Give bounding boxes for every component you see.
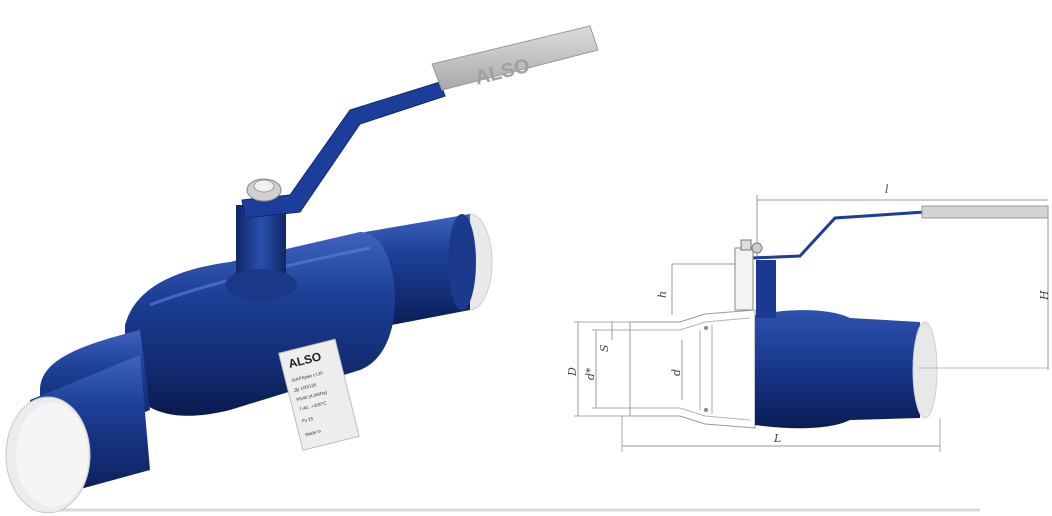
dim-label-d-star: d* xyxy=(584,367,597,380)
plate-line-4: Т-40...+200°C xyxy=(298,400,327,412)
dim-label-D: D xyxy=(566,367,579,377)
dim-label-S: S xyxy=(598,344,611,352)
right-pipe-rim xyxy=(448,214,476,310)
drawing-body xyxy=(755,310,920,429)
id-plate: ALSO ШАР.Кран ст.20 Ду 100/125 PN40 (4.0… xyxy=(278,338,360,451)
drawing-nut xyxy=(751,242,763,254)
plate-line-6: Made in xyxy=(305,428,322,437)
drawing-cutaway-outline xyxy=(629,309,756,429)
stem-base xyxy=(225,269,297,301)
dim-label-height: H xyxy=(1038,290,1051,301)
dim-label-d: d xyxy=(670,369,683,376)
dim-label-stem-height: h xyxy=(656,291,669,298)
handle-lever xyxy=(241,81,446,219)
dim-label-top-length: l xyxy=(885,183,889,196)
plate-line-5: Ру 25 xyxy=(301,416,314,424)
plate-line-2: Ду 100/125 xyxy=(294,382,318,393)
drawing-handle xyxy=(751,210,926,260)
drawing-stem-section xyxy=(734,247,754,311)
drawing-pipe-end xyxy=(912,321,938,419)
handle-grip xyxy=(431,25,599,91)
left-pipe-end-face xyxy=(16,403,88,507)
drawing-handle-grip xyxy=(921,205,1049,219)
stem-nut-top xyxy=(253,179,275,193)
drawing-stem-blue xyxy=(756,260,776,318)
valve-technical-drawing: l H h D d* xyxy=(566,183,1051,452)
valve-3d-render: ALSO ALSO ШАР.Кран ст.20 Ду 100/125 PN40… xyxy=(5,25,980,514)
dim-label-body-length: L xyxy=(773,432,781,445)
